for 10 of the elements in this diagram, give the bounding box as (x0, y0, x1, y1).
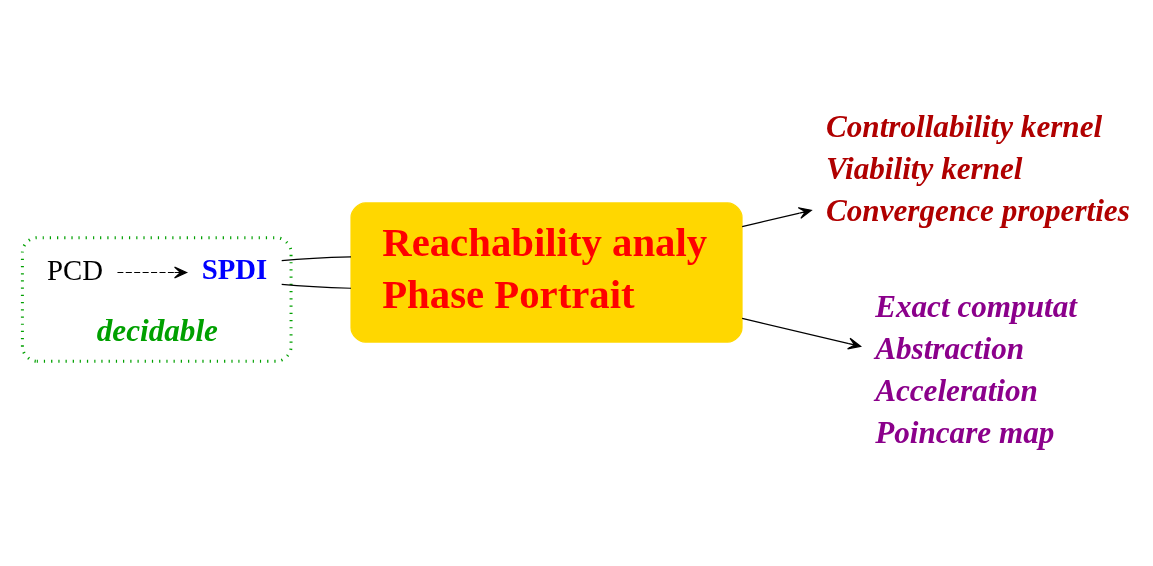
arrow (116, 266, 188, 279)
node-text: SPDI (201, 252, 268, 285)
connector (281, 256, 352, 262)
node-box: Reachability analy Phase Portrait (350, 202, 743, 343)
arrow (741, 317, 862, 350)
arrow (741, 207, 812, 228)
node-text: Exact computat Abstraction Acceleration Poincare map (875, 288, 1077, 450)
connector (281, 283, 352, 289)
node-text: Controllability kernel Viability kernel Convergence properties (825, 108, 1130, 228)
node-text: PCD (46, 253, 103, 286)
